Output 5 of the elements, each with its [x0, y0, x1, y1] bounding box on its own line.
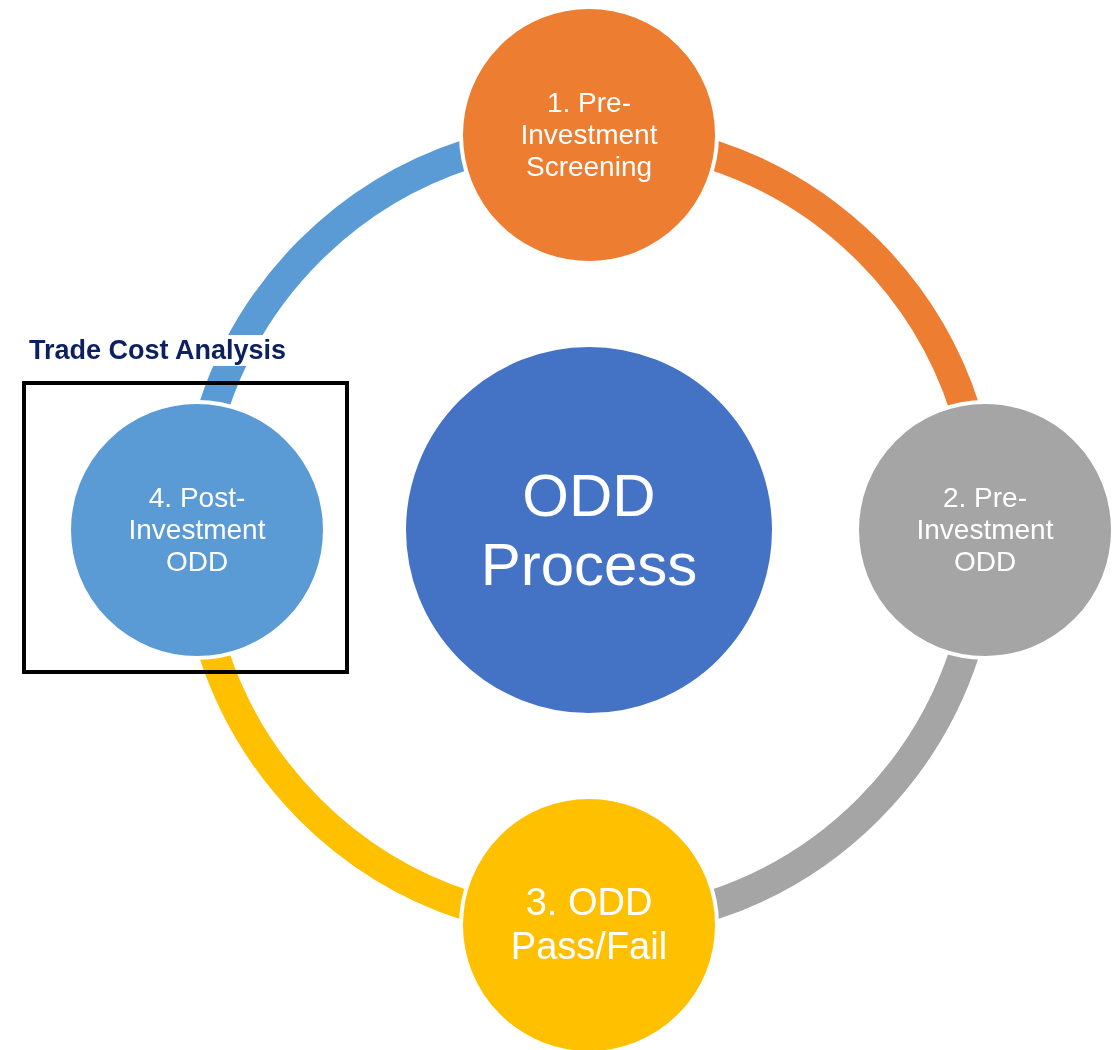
stage-label: ODD Process — [479, 461, 699, 599]
stage-label: 4. Post-Investment ODD — [127, 481, 267, 579]
stage-label: 3. ODD Pass/Fail — [509, 881, 669, 969]
stage-label: 1. Pre-Investment Screening — [519, 86, 659, 184]
stage-label: 2. Pre-Investment ODD — [915, 481, 1055, 579]
